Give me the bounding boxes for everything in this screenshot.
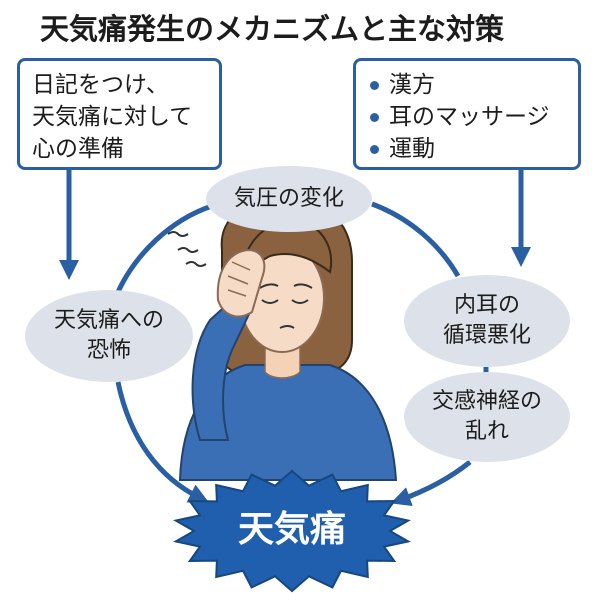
burst-shape — [173, 469, 411, 593]
right-box-item: 耳のマッサージ — [366, 101, 568, 133]
left-box-line: 天気痛に対して — [32, 104, 193, 130]
cycle-node-fear: 天気痛への 恐怖 — [25, 290, 193, 382]
center-label: 天気痛 — [237, 509, 346, 550]
cycle-node-sympathetic-nerve: 交感神経の 乱れ — [404, 372, 570, 462]
woman-headache-illustration — [167, 196, 398, 481]
right-box-item-label: 耳のマッサージ — [389, 104, 550, 130]
cycle-node-pressure-change: 気圧の変化 — [206, 166, 372, 232]
cycle-node-label: 気圧の変化 — [233, 186, 344, 211]
bullet-icon — [370, 112, 379, 122]
right-box-item: 運動 — [366, 133, 568, 165]
right-box-item-label: 漢方 — [389, 72, 435, 98]
bullet-icon — [370, 144, 379, 154]
cycle-node-label: 交感神経の — [431, 389, 542, 414]
cycle-arc-top-right — [371, 201, 461, 278]
left-countermeasure-box: 日記をつけ、 天気痛に対して 心の準備 — [17, 58, 222, 170]
cycle-node-label: 恐怖 — [86, 338, 131, 363]
cycle-node-inner-ear: 内耳の 循環悪化 — [404, 275, 570, 367]
right-box-item: 漢方 — [366, 69, 568, 101]
cycle-arc-top-left — [115, 203, 213, 294]
cycle-node-label: 内耳の — [453, 293, 520, 318]
left-box-line: 心の準備 — [32, 136, 124, 162]
cycle-node-label: 循環悪化 — [442, 323, 531, 348]
left-box-line: 日記をつけ、 — [32, 72, 169, 98]
bullet-icon — [370, 80, 379, 90]
cycle-arc-right-bottom — [390, 460, 472, 507]
page-title: 天気痛発生のメカニズムと主な対策 — [40, 12, 505, 46]
right-box-item-label: 運動 — [389, 136, 435, 162]
right-countermeasure-box: 漢方 耳のマッサージ 運動 — [353, 58, 581, 170]
cycle-node-label: 乱れ — [464, 419, 509, 444]
cycle-arc-left-bottom — [115, 381, 209, 503]
cycle-node-label: 天気痛への — [53, 308, 164, 333]
